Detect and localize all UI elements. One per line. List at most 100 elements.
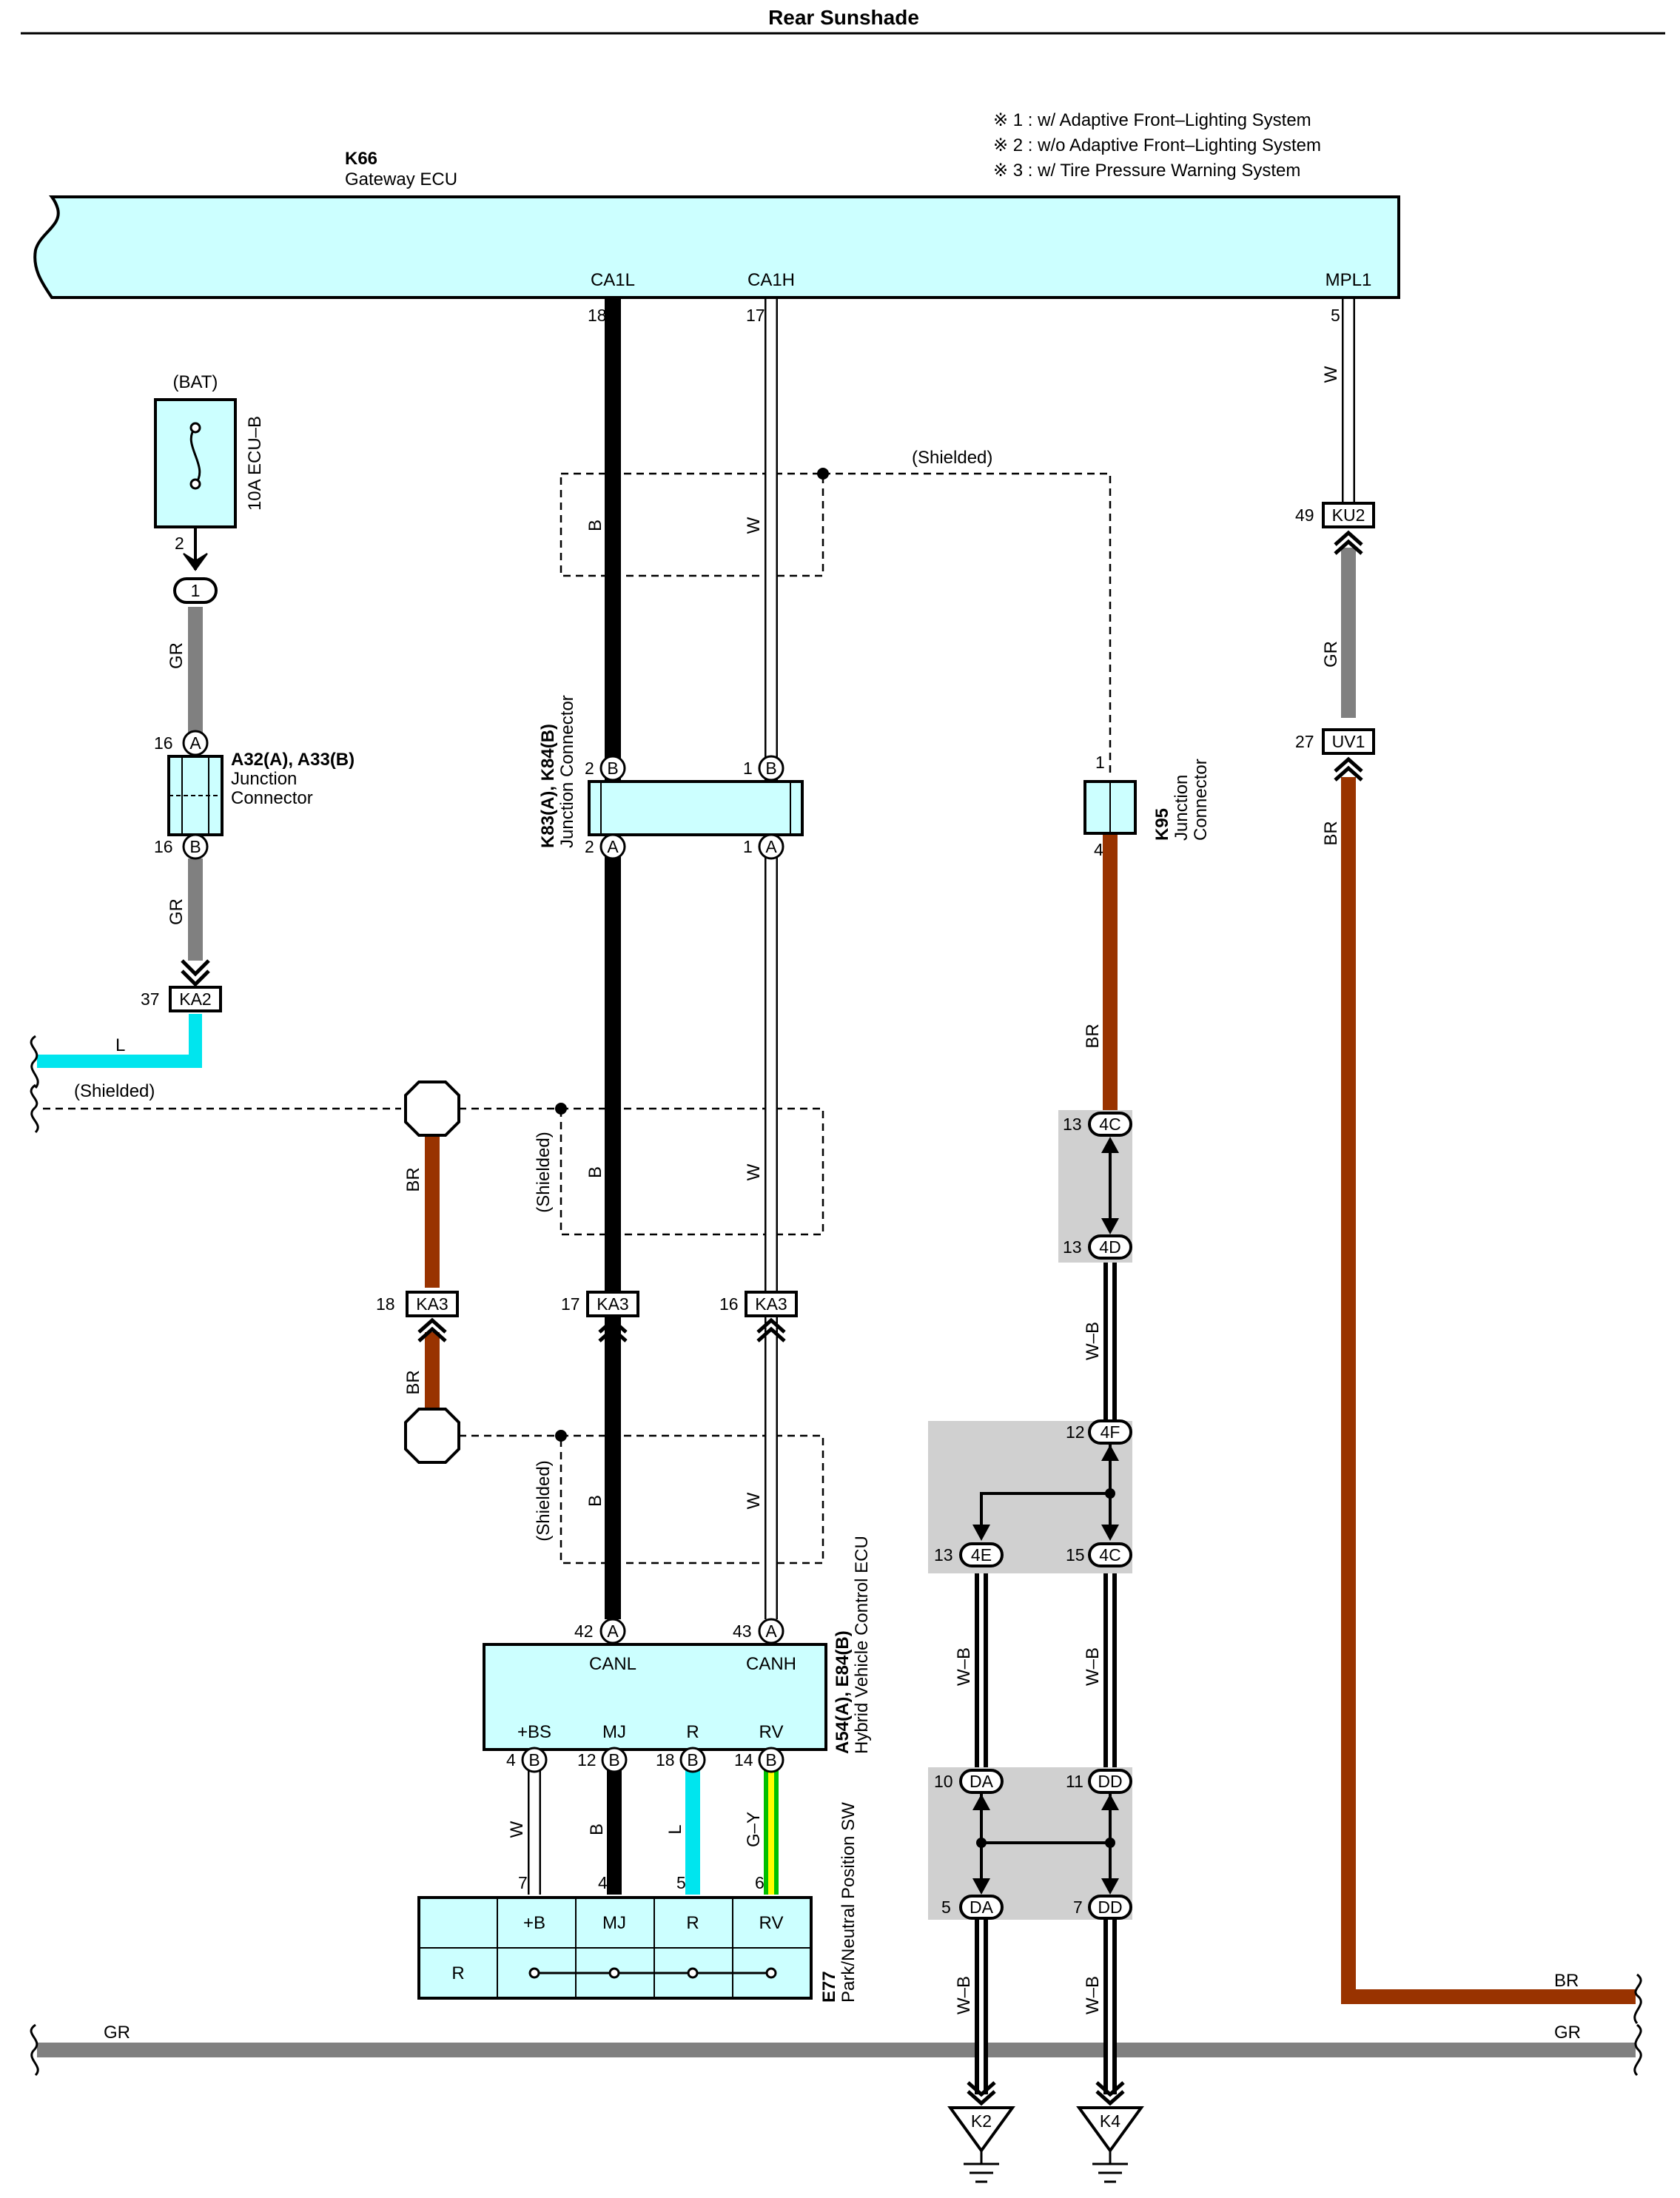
k95-id: K95 [1152,808,1172,841]
connector-ku2: KU2 49 [1295,502,1375,555]
splice-da-arrow-down-icon [972,1878,990,1895]
shield-box-top [560,472,824,577]
hv-pin-14b-label: B [765,1750,776,1770]
fuse-arrow-icon [183,553,208,571]
splice-da-top-pin: 10 [934,1772,953,1791]
shield-dot-top [817,468,829,480]
hv-bs: +BS [517,1722,551,1742]
wl-gr-fuse: GR [167,642,187,669]
fuse-conn-1 [173,577,218,604]
a32-pin-16b: 16 [154,837,173,856]
splice-da-dd: DA 10 DD 11 DA 5 DD 7 [928,1767,1132,1920]
splice-4e-arrow-icon [972,1525,990,1541]
hv-pin-43: 43 [733,1621,752,1641]
wl-wb-4: W–B [954,1976,974,2014]
pn-dot-mj [608,1967,620,1979]
wire-breaks [30,1035,1642,2077]
note-2: ※ 2 : w/o Adaptive Front–Lighting System [993,135,1321,155]
splice-4f [1088,1419,1132,1445]
gateway-name: Gateway ECU [345,169,457,189]
a32-pin-a-label: A [189,733,201,753]
hv-rv: RV [759,1722,784,1742]
a32-pin-b [182,833,209,860]
k83-pin-1a-num: 1 [743,837,753,856]
hv-pin-12b-label: B [608,1750,619,1770]
wl-b-2: B [585,1166,605,1178]
ka3-17-box [586,1291,639,1317]
shield-boxes [43,472,1112,1565]
uv1-arrow-icon [1334,756,1363,782]
ku2-box [1322,502,1375,528]
break-right-br [1633,1973,1642,2024]
wl-gr-ku2: GR [1321,641,1341,668]
pin-5-mpl1: 5 [1331,306,1340,325]
junction-a32: A 16 B 16 A32(A), A33(B) Junction Connec… [154,730,355,860]
ground-k4: K4 [1076,2081,1144,2183]
ka3-17-pin: 17 [561,1294,580,1314]
wl-br-k95: BR [1083,1024,1103,1048]
splice-dd-top-label: DD [1098,1772,1122,1791]
splice-da-bot [959,1895,1004,1920]
hv-mj: MJ [602,1722,626,1742]
fuse-supply: (BAT) [173,372,218,392]
ground-k4-arrow-icon [1095,2081,1125,2106]
wl-w-1: W [744,517,764,534]
splice-4c-bot-label: 4C [1099,1545,1120,1565]
wl-w-bs: W [507,1821,527,1838]
gateway-pin-ca1l: CA1L [591,270,635,290]
shield-octagon-2 [404,1408,460,1464]
splice-dd-dot [1105,1838,1115,1848]
splice-4e-label: 4E [971,1545,992,1565]
splice-4c-top-label: 4C [1099,1115,1120,1134]
wl-gr-ka2: GR [167,898,187,925]
wl-l-ka2: L [115,1035,125,1055]
k83-pin-1b-num: 1 [743,759,753,778]
fuse-ecu-b: (BAT) 10A ECU–B 2 1 [154,372,265,604]
pn-term-b: +B [523,1913,545,1933]
wl-br-drain-2: BR [403,1370,423,1394]
splice-4c-bot-pin: 15 [1066,1545,1085,1565]
wire-labels: B W B W B W W GR BR GR GR L BR BR BR W–B… [104,366,1581,2043]
pn-pin-5: 5 [676,1873,686,1892]
fuse-element-icon [189,426,201,485]
shield-label-top: (Shielded) [912,448,992,468]
shield-box-mid [560,1107,824,1236]
ground-k2: K2 [947,2081,1015,2183]
splice-dd-bot-pin: 7 [1073,1898,1083,1917]
shield-dot-mid [555,1103,567,1115]
hv-pin-43a-label: A [765,1621,777,1641]
ka3-16-box [745,1291,798,1317]
hv-pin-42a-label: A [607,1621,619,1641]
hv-pin-42: 42 [574,1621,594,1641]
splice-dd-bot-label: DD [1098,1898,1122,1917]
wire-l-ka2 [37,1014,202,1068]
a32-line1: Junction [231,769,297,789]
pn-pin-4: 4 [598,1873,608,1892]
splice-4d-pin: 13 [1063,1237,1082,1257]
splice-da-bot-pin: 5 [941,1898,951,1917]
wl-b-mj: B [587,1824,607,1835]
splice-4f-branch [980,1492,1110,1538]
splice-da-top-label: DA [970,1772,994,1791]
uv1-pin-27: 27 [1295,732,1314,751]
ground-k2-arrow-icon [967,2081,996,2106]
ka2-box [169,986,222,1012]
splice-4f-dot [1105,1488,1115,1499]
ka2-label: KA2 [179,989,211,1009]
pin-18-ca1l: 18 [588,306,607,325]
splice-4f-arrow-up-icon [1101,1445,1119,1461]
fuse-conn-1-label: 1 [191,581,201,600]
ground-k2-label: K2 [971,2111,992,2131]
a32-id: A32(A), A33(B) [231,750,355,770]
wl-wb-3: W–B [1083,1647,1103,1686]
fuse-pin-2: 2 [175,534,184,553]
pn-dot-rv [765,1967,777,1979]
gateway-pin-ca1h: CA1H [747,270,795,290]
ka3-16-pin: 16 [719,1294,739,1314]
page-title: Rear Sunshade [768,6,919,29]
k83-body [588,780,804,836]
ka3-16-label: KA3 [755,1294,787,1314]
ground-k4-triangle [1076,2106,1144,2154]
shield-line-k95 [823,472,1112,777]
uv1-box [1322,728,1375,755]
